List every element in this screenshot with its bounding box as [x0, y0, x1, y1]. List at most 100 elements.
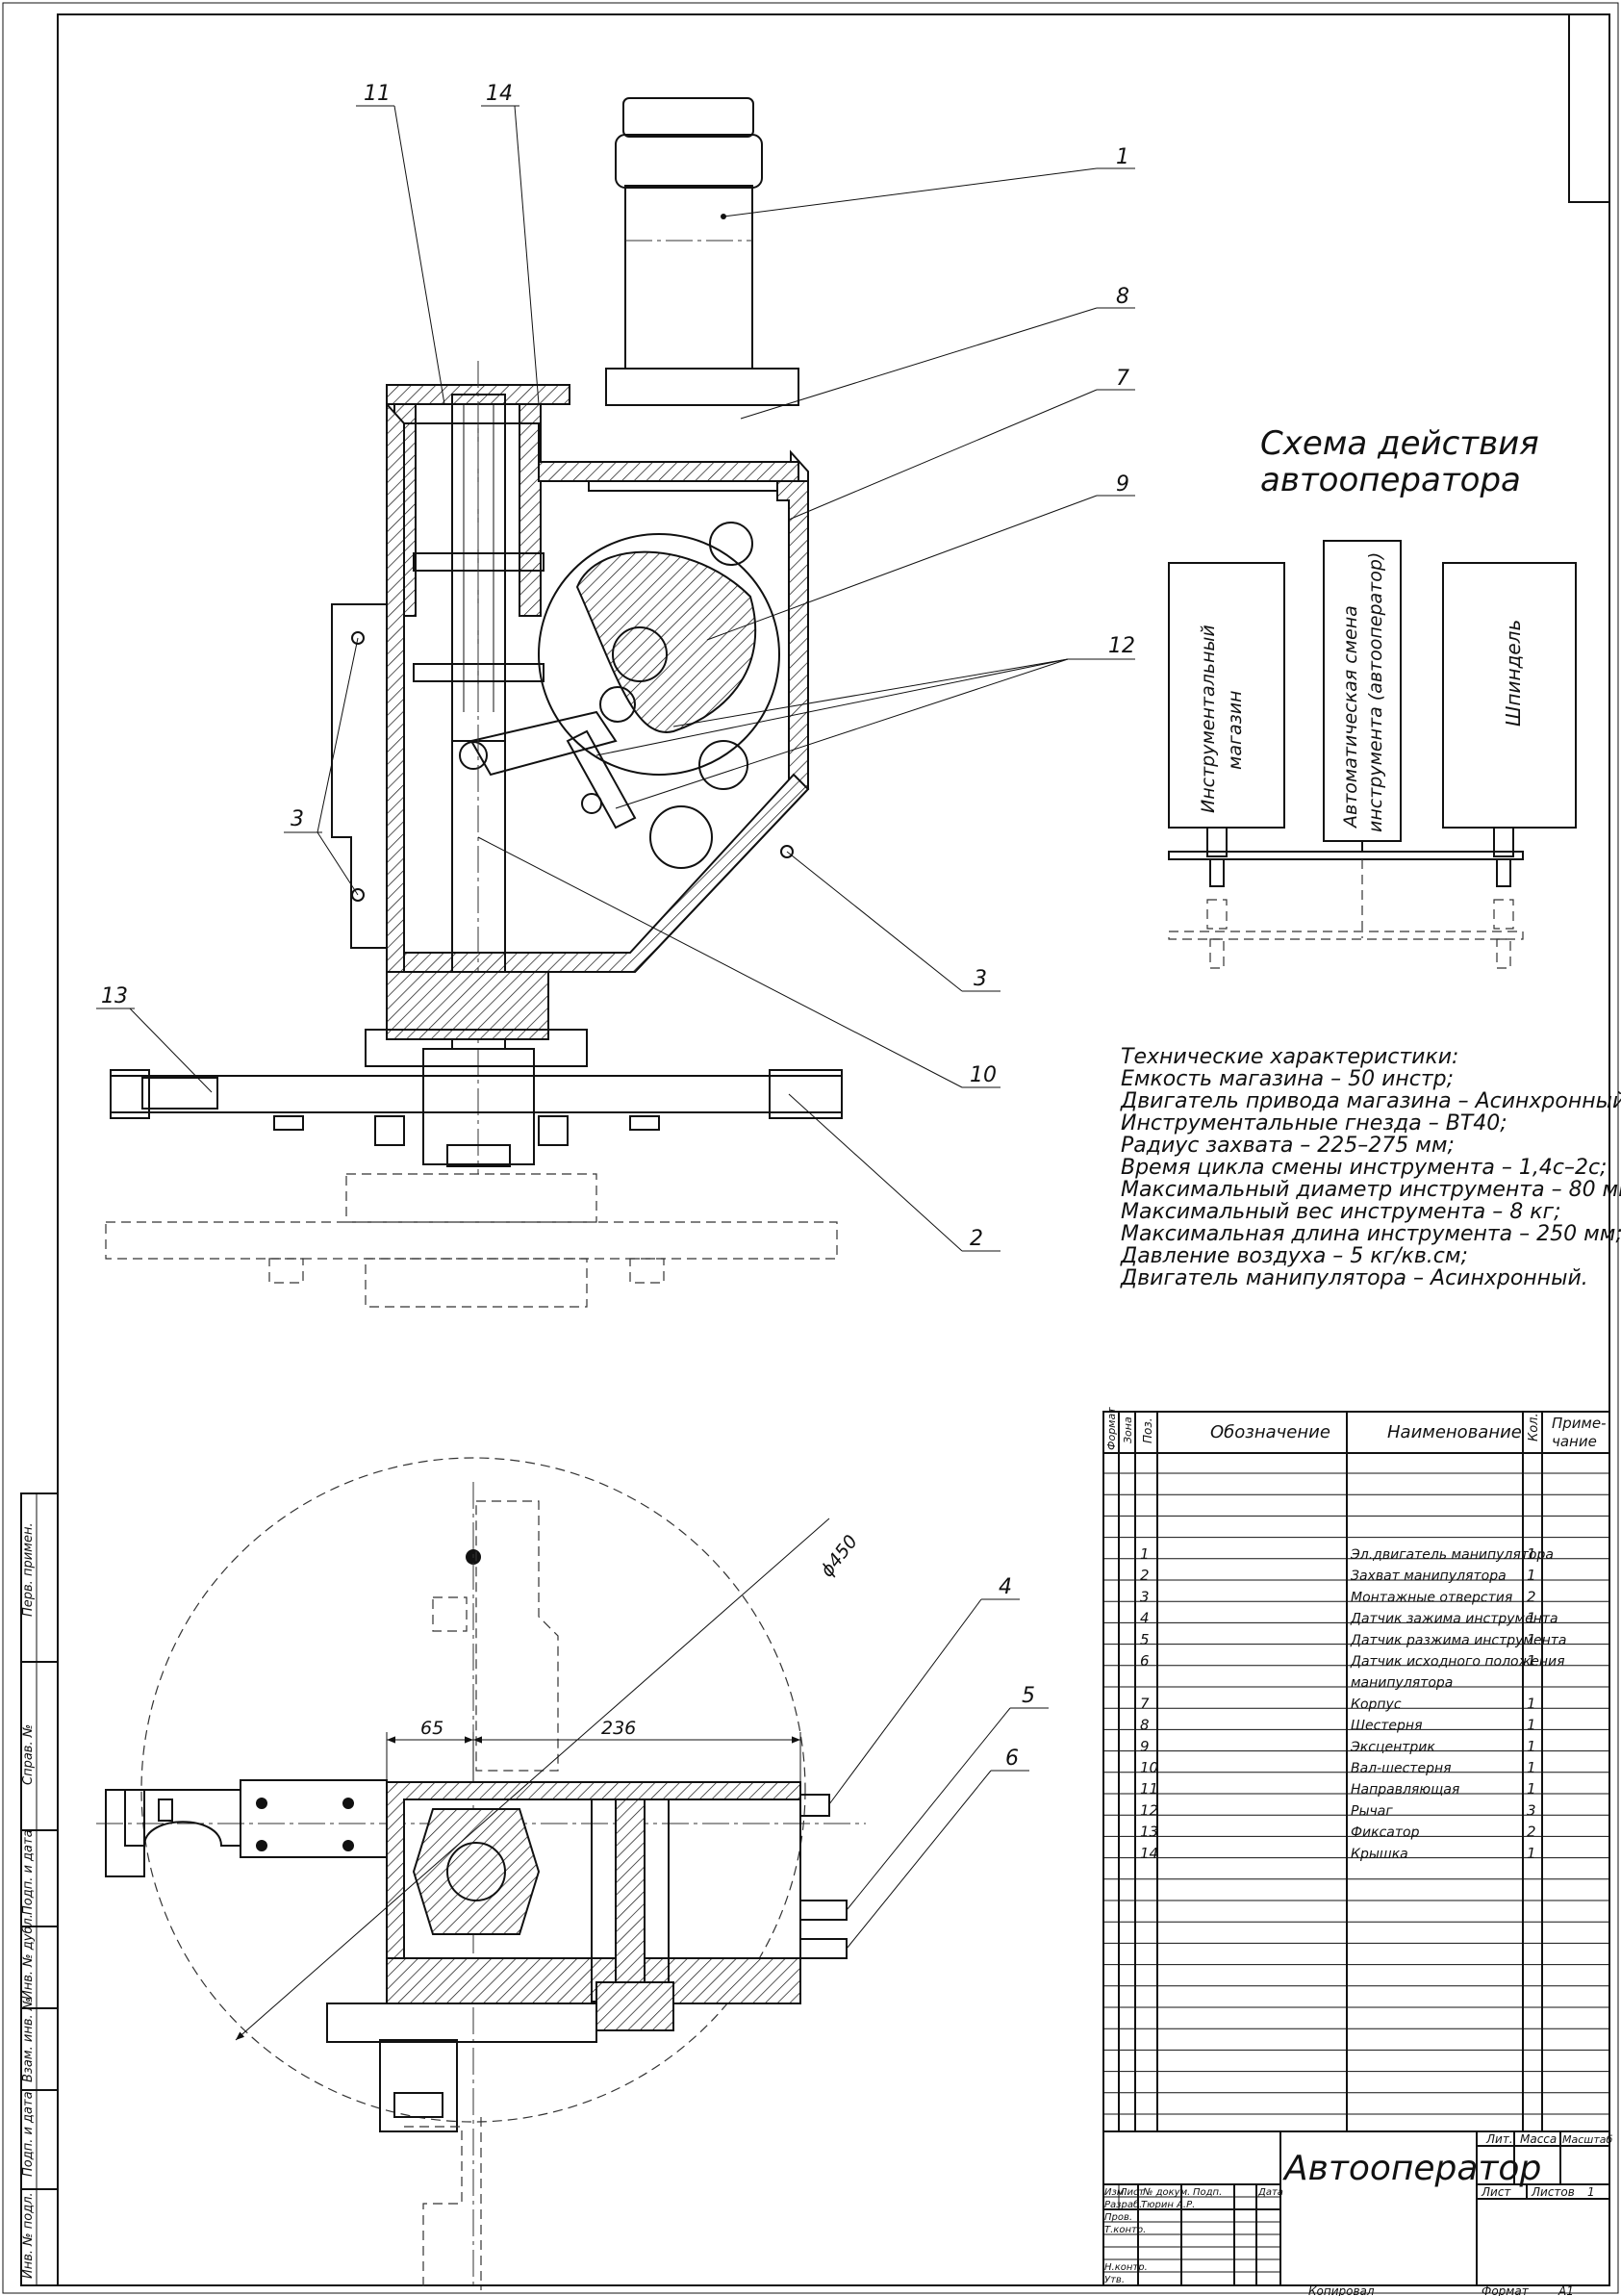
tb-nkontr: Н.контр.	[1104, 2262, 1148, 2273]
box-tool-changer	[1323, 540, 1402, 842]
motor	[605, 97, 799, 406]
bom-row-pos: 12	[1140, 1801, 1158, 1819]
tb-listov-value: 1	[1587, 2185, 1595, 2199]
gripper-arm-dashed	[105, 1173, 838, 1308]
tb-razrab: Разраб.	[1104, 2199, 1142, 2210]
callout-10: 10	[970, 1063, 997, 1087]
tb-date: Дата	[1257, 2187, 1283, 2198]
bom-row-name: Эксцентрик	[1350, 1740, 1435, 1755]
bom-header-name: Наименование	[1387, 1422, 1522, 1442]
callout-3-right: 3	[974, 967, 987, 991]
spec-line-5: Время цикла смены инструмента – 1,4с–2с;	[1121, 1156, 1607, 1180]
callout-11: 11	[364, 82, 391, 106]
bom-header-zone: Зона	[1122, 1416, 1134, 1443]
callout-14: 14	[486, 82, 513, 106]
bom-row-name: Захват манипулятора	[1351, 1569, 1507, 1584]
box-spindle-label: Шпиндель	[1502, 620, 1525, 727]
bom-row-pos: 1	[1140, 1545, 1150, 1563]
footer-copied: Копировал	[1308, 2284, 1375, 2296]
bom-row-pos: 2	[1140, 1567, 1150, 1584]
spec-line-6: Максимальный диаметр инструмента – 80 мм…	[1121, 1178, 1621, 1202]
spec-line-1: Емкость магазина – 50 инстр;	[1121, 1067, 1454, 1091]
section-view	[105, 97, 843, 1308]
stamp-podp-data-2: Подп. и дата	[21, 2091, 36, 2177]
bom-row-qty: 2	[1527, 1824, 1536, 1841]
dim-65: 65	[420, 1718, 443, 1739]
dim-diameter: ϕ450	[817, 1531, 862, 1581]
bom-table: Формат Зона Поз. Обозначение Наименовани…	[1102, 1407, 1610, 2132]
stamp-podp-data-1: Подп. и дата	[21, 1829, 36, 1915]
tb-masshtab: Масштаб	[1562, 2133, 1612, 2146]
bom-row-name: Шестерня	[1351, 1719, 1423, 1734]
bom-row-name: Эл.двигатель манипулятора	[1350, 1547, 1554, 1563]
bom-header-note-line1: Приме-	[1552, 1415, 1607, 1432]
callout-4: 4	[999, 1575, 1012, 1599]
bom-row-name: Направляющая	[1351, 1782, 1459, 1798]
bom-row-pos: 11	[1140, 1780, 1158, 1798]
bom-row-qty: 1	[1527, 1759, 1536, 1776]
stamp-vzam-inv: Взам. инв. №	[21, 1998, 36, 2082]
bom-row-qty: 3	[1527, 1801, 1536, 1819]
bom-row-pos: 14	[1140, 1845, 1158, 1862]
bom-row-qty: 1	[1527, 1567, 1536, 1584]
gripper-arm	[110, 1069, 843, 1146]
bom-row-qty: 2	[1527, 1588, 1536, 1605]
bom-row-qty: 1	[1527, 1845, 1536, 1862]
bom-row-pos: 3	[1140, 1588, 1150, 1605]
bom-row-pos: 13	[1140, 1824, 1158, 1841]
bom-row-name: манипулятора	[1351, 1675, 1453, 1691]
bom-row-pos: 4	[1140, 1610, 1150, 1627]
spec-line-8: Максимальная длина инструмента – 250 мм;	[1121, 1222, 1621, 1246]
callout-9: 9	[1116, 472, 1129, 497]
callout-7: 7	[1116, 367, 1129, 391]
bom-row-name: Фиксатор	[1351, 1825, 1420, 1841]
spec-line-3: Инструментальные гнезда – BT40;	[1121, 1111, 1507, 1135]
callout-6: 6	[1005, 1747, 1019, 1771]
bom-header-note-line2: чание	[1552, 1433, 1597, 1450]
callout-12: 12	[1108, 634, 1135, 658]
tb-list-label: Лист	[1481, 2185, 1511, 2199]
plan-view	[96, 1457, 866, 2290]
bom-row-qty: 1	[1527, 1545, 1536, 1563]
spec-line-9: Давление воздуха – 5 кг/кв.см;	[1120, 1244, 1468, 1268]
bom-row-name: Датчик исходного положения	[1350, 1654, 1565, 1670]
bom-row-name: Вал-шестерня	[1351, 1761, 1452, 1776]
tb-prov: Пров.	[1104, 2212, 1132, 2223]
tb-sign: Подп.	[1193, 2187, 1222, 2198]
tb-doc-no: № докум.	[1142, 2187, 1190, 2198]
spec-line-2: Двигатель привода магазина – Асинхронный…	[1120, 1089, 1621, 1113]
dim-236: 236	[601, 1718, 636, 1739]
tb-massa: Масса	[1520, 2132, 1557, 2146]
bom-row-name: Монтажные отверстия	[1351, 1590, 1512, 1605]
callout-1: 1	[1116, 145, 1129, 169]
box-magazine-line1: Инструментальный	[1198, 625, 1219, 813]
bom-row-pos: 9	[1140, 1738, 1150, 1755]
callout-5: 5	[1022, 1684, 1035, 1708]
callout-8: 8	[1116, 285, 1129, 309]
footer-format-label: Формат	[1482, 2284, 1530, 2296]
stamp-inv-dubl: Инв. № дубл.	[21, 1914, 36, 2000]
scheme-diagram: Схема действия автооператора Инструмента…	[1168, 424, 1577, 969]
callout-2: 2	[970, 1227, 983, 1251]
bom-header-qty: Кол.	[1527, 1413, 1541, 1441]
drawing-title: Автооператор	[1282, 2149, 1541, 2188]
callouts-top: 1 8 7 9 12 11 14 3 3 13 10	[96, 82, 1135, 1252]
spec-line-4: Радиус захвата – 225–275 мм;	[1121, 1134, 1455, 1158]
bom-row-name: Датчик разжима инструмента	[1350, 1633, 1567, 1648]
bom-row-name: Корпус	[1351, 1696, 1402, 1712]
tech-specs: Технические характеристики: Емкость мага…	[1120, 1045, 1621, 1290]
tb-tkontr: Т.контр.	[1104, 2225, 1146, 2235]
bom-row-qty: 1	[1527, 1717, 1536, 1734]
bom-row-qty: 1	[1527, 1695, 1536, 1712]
scheme-title-line1: Схема действия	[1260, 424, 1539, 463]
bom-row-pos: 7	[1140, 1695, 1150, 1712]
bom-row-pos: 8	[1140, 1717, 1150, 1734]
bom-row-name: Крышка	[1351, 1847, 1408, 1862]
stamp-perv-primen: Перв. примен.	[21, 1522, 36, 1617]
bom-row-pos: 6	[1140, 1652, 1150, 1670]
bom-row-pos: 5	[1140, 1631, 1150, 1648]
tb-listov-label: Листов	[1531, 2185, 1575, 2199]
callout-13: 13	[101, 984, 128, 1008]
